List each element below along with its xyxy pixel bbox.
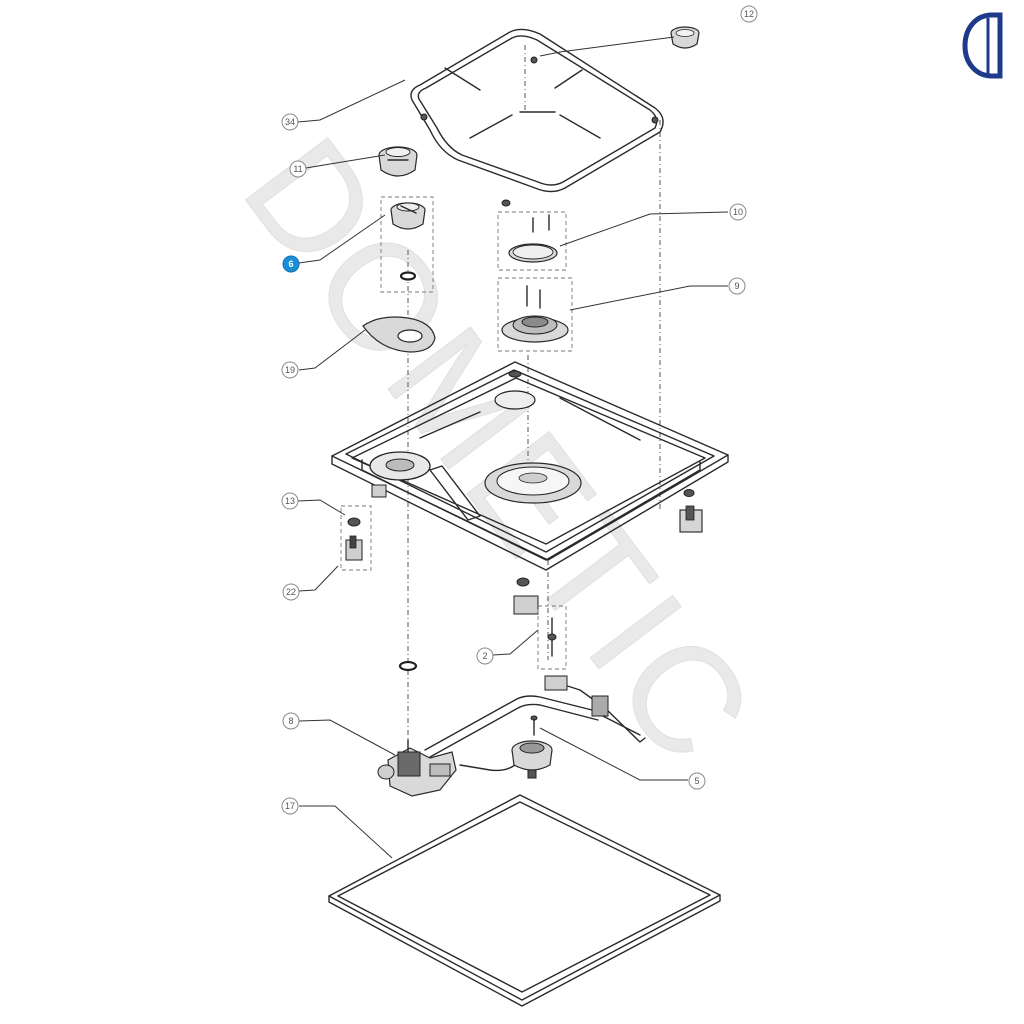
svg-text:19: 19 — [285, 365, 295, 375]
callout-11[interactable]: 11 — [289, 160, 307, 178]
callout-19[interactable]: 19 — [281, 361, 299, 379]
callout-12[interactable]: 12 — [740, 5, 758, 23]
callout-34[interactable]: 34 — [281, 113, 299, 131]
callout-13[interactable]: 13 — [281, 492, 299, 510]
dometic-d-logo-icon — [962, 12, 1003, 79]
svg-text:12: 12 — [744, 9, 754, 19]
control-knob-assembly — [380, 196, 434, 293]
callout-5[interactable]: 5 — [688, 772, 706, 790]
watermark-dometic: DOMETIC — [212, 108, 789, 796]
svg-text:6: 6 — [288, 259, 293, 269]
leader-lines — [297, 36, 729, 859]
burner-cap-assembly — [497, 199, 567, 271]
gas-supply-pipe — [424, 675, 646, 772]
screw-5 — [530, 715, 538, 736]
callout-2[interactable]: 2 — [476, 647, 494, 665]
svg-text:22: 22 — [286, 587, 296, 597]
callout-8[interactable]: 8 — [282, 712, 300, 730]
callout-6-highlighted[interactable]: 6 — [282, 255, 300, 273]
control-knob-11 — [378, 146, 418, 177]
svg-text:17: 17 — [285, 801, 295, 811]
callout-17[interactable]: 17 — [281, 797, 299, 815]
callout-10[interactable]: 10 — [729, 203, 747, 221]
hob-tray — [331, 361, 729, 571]
burner-cap-12 — [670, 26, 700, 49]
seal-frame — [328, 794, 721, 1007]
callouts: 12 34 11 6 10 9 19 13 — [281, 5, 758, 815]
svg-text:9: 9 — [734, 281, 739, 291]
svg-text:11: 11 — [293, 164, 302, 174]
gas-valve — [377, 739, 457, 797]
clip-assembly — [340, 505, 372, 571]
svg-text:DOMETIC: DOMETIC — [212, 108, 788, 795]
side-clip-right — [679, 489, 703, 533]
lower-burner-cup — [511, 740, 553, 779]
svg-text:13: 13 — [285, 496, 295, 506]
burner-assembly — [497, 277, 573, 352]
svg-text:8: 8 — [288, 716, 293, 726]
svg-text:2: 2 — [482, 651, 487, 661]
thermocouple-assembly — [513, 577, 567, 670]
o-ring — [398, 660, 418, 672]
svg-text:5: 5 — [694, 776, 699, 786]
pan-support-grid — [410, 28, 664, 193]
svg-text:10: 10 — [733, 207, 743, 217]
knob-gasket — [362, 316, 436, 353]
callout-22[interactable]: 22 — [282, 583, 300, 601]
callout-9[interactable]: 9 — [728, 277, 746, 295]
svg-text:34: 34 — [285, 117, 295, 127]
